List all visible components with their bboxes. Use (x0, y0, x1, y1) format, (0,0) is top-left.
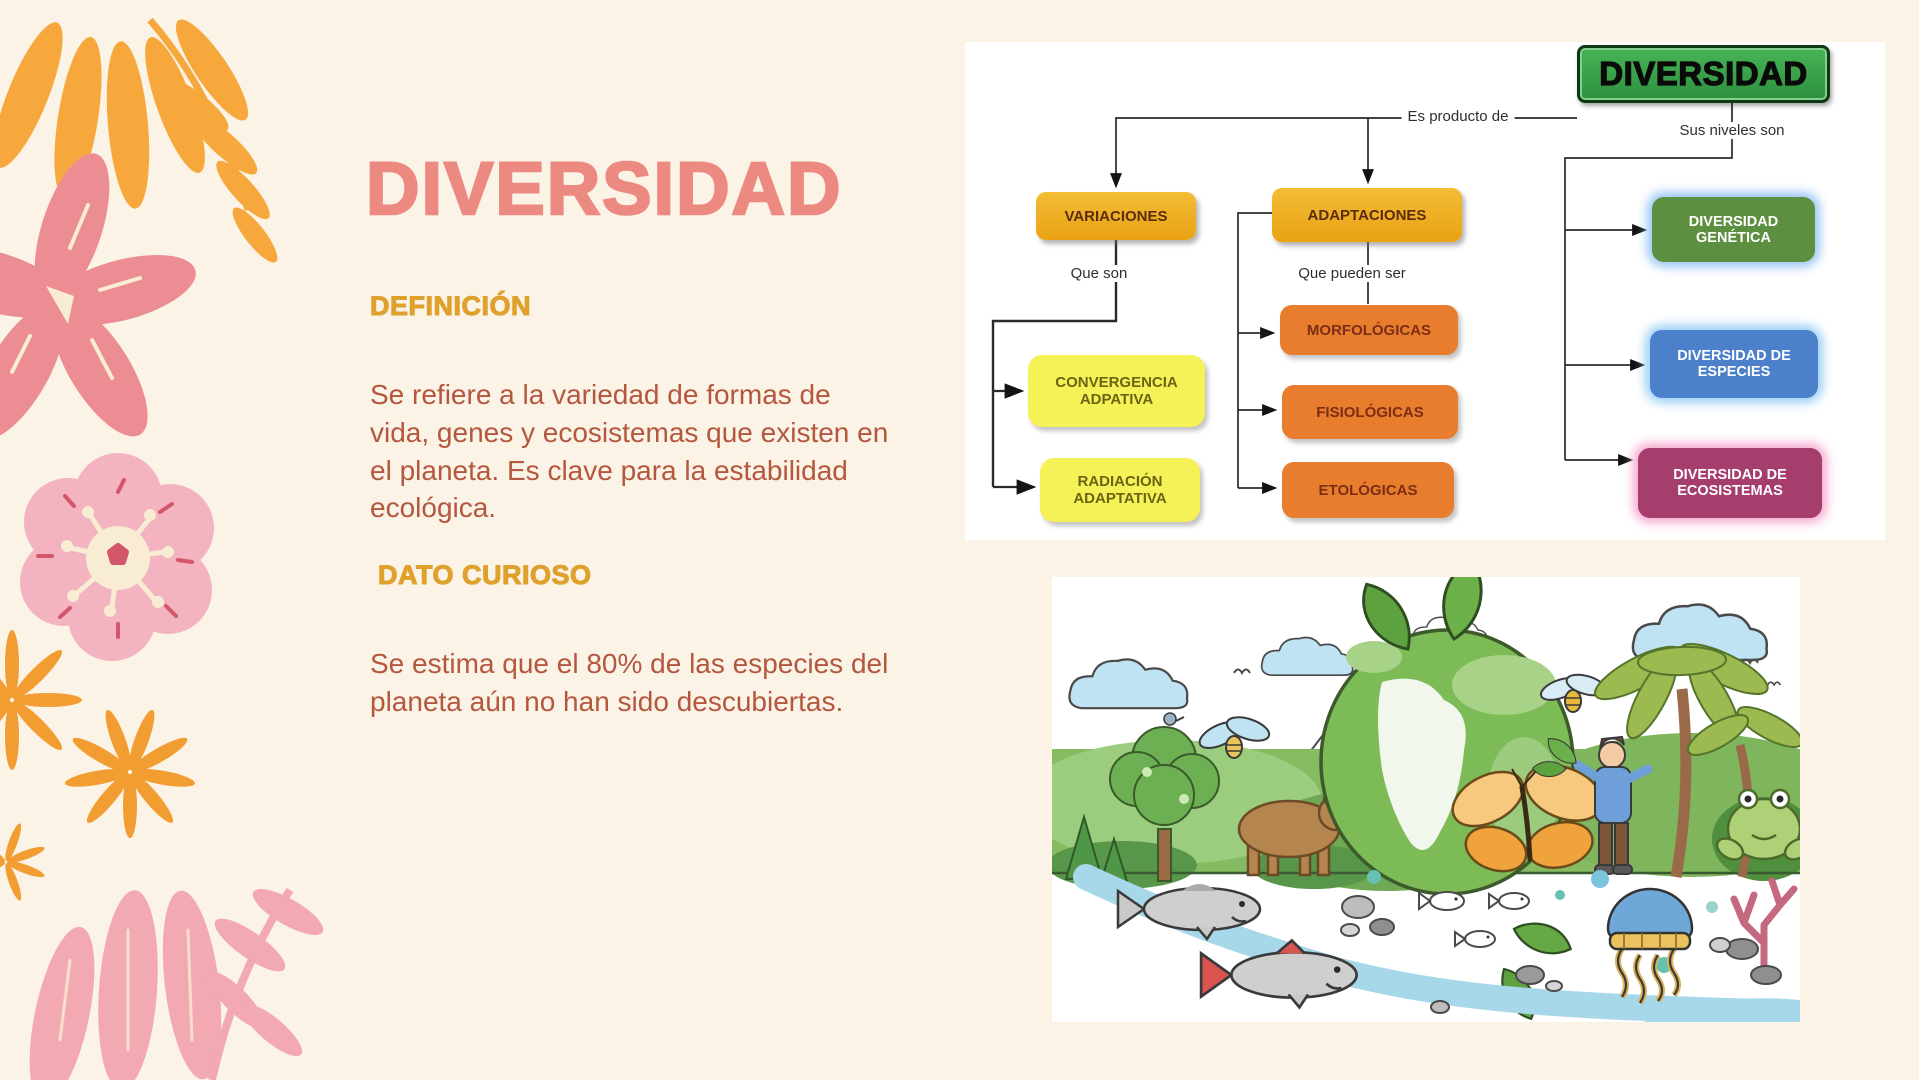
edge-label-que-pueden-ser: Que pueden ser (1292, 265, 1412, 282)
butterfly-icon (1451, 764, 1604, 873)
fly-icon (1198, 716, 1271, 759)
small-fish-icon (1418, 891, 1530, 948)
node-variaciones: VARIACIONES (1036, 192, 1196, 240)
person-holding-plant-icon (1531, 731, 1653, 875)
pink-blossom-icon (20, 453, 214, 661)
pink-leaf-branch-icon (29, 887, 324, 1080)
jellyfish-icon (1606, 887, 1694, 1005)
illustration-panel (1022, 554, 1862, 1028)
page-title: DIVERSIDAD (365, 145, 843, 231)
coral-stone-icon (1750, 965, 1782, 985)
dato-curioso-body: Se estima que el 80% de las especies del… (370, 648, 889, 717)
node-etologicas: ETOLÓGICAS (1282, 462, 1454, 518)
floral-decorations (0, 17, 324, 1080)
pink-flower-icon (0, 153, 196, 440)
earth-globe-icon (1319, 628, 1575, 896)
biodiversity-illustration (1022, 554, 1862, 1028)
dato-curioso-heading: DATO CURIOSO (378, 560, 592, 591)
edge-label-que-son: Que son (1064, 265, 1134, 282)
coral-icon (1730, 877, 1798, 973)
node-fisiologicas: FISIOLÓGICAS (1282, 385, 1458, 439)
edge-label-sus-niveles-son: Sus niveles son (1673, 122, 1791, 139)
node-diversidad-de-ecosistemas: DIVERSIDAD DE ECOSISTEMAS (1638, 448, 1822, 518)
orange-star-flowers-icon (0, 630, 196, 901)
forest-tree-icon (1109, 726, 1220, 882)
concept-map-panel: DIVERSIDAD Es producto de Sus niveles so… (965, 42, 1885, 540)
salmon-fish-icon (1116, 884, 1358, 1010)
frog-icon (1715, 788, 1813, 861)
node-diversidad-root: DIVERSIDAD (1577, 45, 1830, 103)
node-radiacion-adaptativa: RADIACIÓN ADAPTATIVA (1040, 458, 1200, 522)
node-morfologicas: MORFOLÓGICAS (1280, 305, 1458, 355)
node-adaptaciones: ADAPTACIONES (1272, 188, 1462, 242)
stones-icon (1340, 895, 1759, 1014)
node-diversidad-genetica: DIVERSIDAD GENÉTICA (1652, 197, 1815, 262)
orange-leaf-branch-icon (0, 17, 278, 263)
definicion-body: Se refiere a la variedad de formas de vi… (370, 379, 889, 524)
node-convergencia-adpativa: CONVERGENCIA ADPATIVA (1028, 355, 1205, 427)
edge-label-es-producto-de: Es producto de (1401, 108, 1515, 125)
node-diversidad-de-especies: DIVERSIDAD DE ESPECIES (1650, 330, 1818, 398)
definicion-heading: DEFINICIÓN (369, 291, 532, 322)
palm-tree-icon (1594, 643, 1804, 878)
bird-on-tree-icon (1163, 712, 1185, 726)
